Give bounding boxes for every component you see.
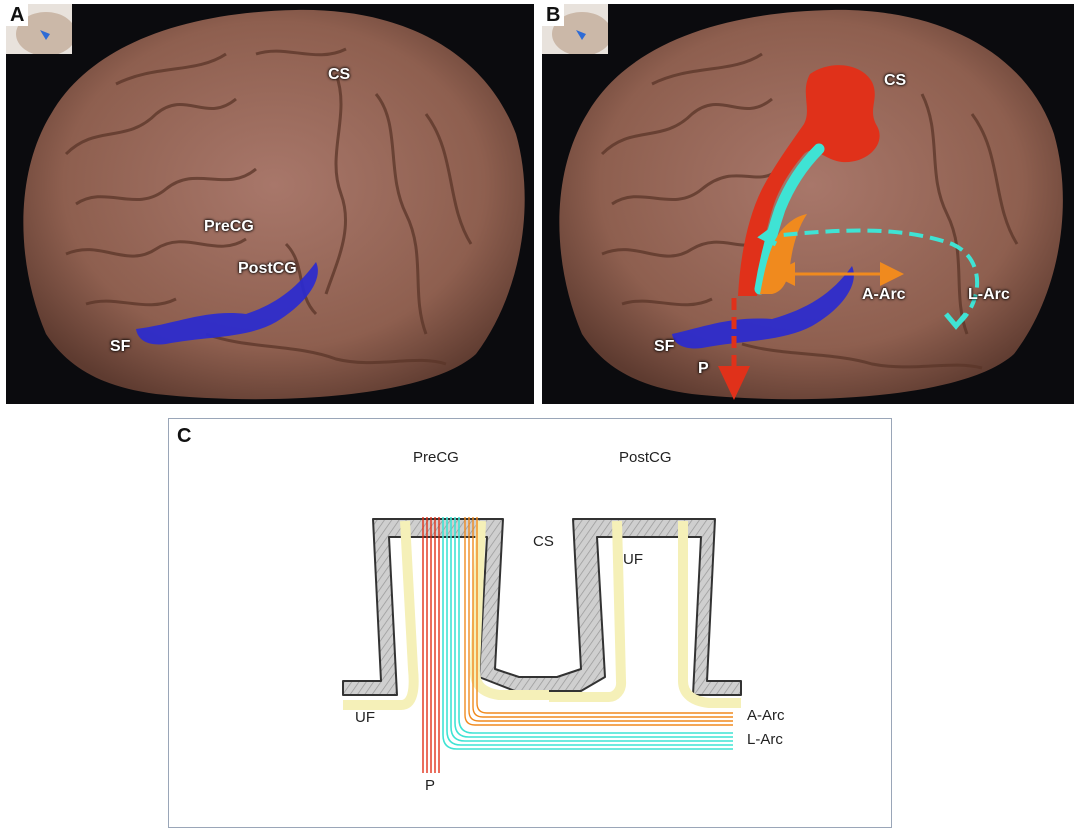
brain-photo-panel-b: B CS A-Arc L-Arc SF P bbox=[542, 4, 1074, 404]
orientation-marker-icon bbox=[576, 30, 586, 40]
l-arc-tract-vertical bbox=[754, 143, 825, 295]
brain-illustration-b bbox=[559, 9, 1063, 400]
label-a-arc: A-Arc bbox=[862, 286, 906, 303]
sylvian-fissure-highlight bbox=[136, 262, 318, 345]
label-p: P bbox=[698, 360, 709, 377]
label-precg: PreCG bbox=[204, 218, 254, 235]
label-sf: SF bbox=[110, 338, 131, 355]
u-fibers bbox=[343, 520, 741, 710]
label-sf: SF bbox=[654, 338, 675, 355]
pyramidal-tract-lines bbox=[422, 517, 440, 773]
brain-surface bbox=[23, 9, 525, 400]
label-cs: CS bbox=[533, 533, 554, 550]
label-uf-inner: UF bbox=[623, 551, 643, 568]
sylvian-fissure-highlight bbox=[672, 266, 854, 349]
gyri-pattern bbox=[600, 52, 1019, 370]
label-cs: CS bbox=[328, 66, 351, 83]
schematic-panel-c: C PreCG PostCG CS UF UF A-Arc L-Arc P bbox=[168, 418, 892, 828]
central-sulcus-fill bbox=[738, 65, 880, 296]
label-precg: PreCG bbox=[413, 449, 459, 466]
label-l-arc: L-Arc bbox=[968, 286, 1010, 303]
label-postcg: PostCG bbox=[619, 449, 672, 466]
brain-illustration-a bbox=[23, 9, 525, 400]
label-cs: CS bbox=[884, 72, 907, 89]
cortex-band bbox=[342, 518, 742, 696]
a-arc-tract-lines bbox=[464, 517, 733, 726]
label-a-arc: A-Arc bbox=[747, 707, 785, 724]
l-arc-arrowhead-icon bbox=[757, 226, 778, 247]
pyramidal-arrowhead-icon bbox=[718, 366, 750, 400]
l-arc-arrowtail-icon bbox=[944, 312, 968, 330]
label-p: P bbox=[425, 777, 436, 794]
l-arc-arrow bbox=[771, 228, 979, 326]
gyri-pattern bbox=[64, 47, 473, 366]
panel-letter-b: B bbox=[542, 4, 565, 26]
l-arc-tract-lines bbox=[442, 517, 733, 750]
panel-letter-c: C bbox=[173, 425, 196, 447]
fiber-schematic bbox=[342, 517, 742, 773]
label-uf-left: UF bbox=[355, 709, 375, 726]
brain-photo-panel-a: A CS PreCG PostCG SF bbox=[6, 4, 534, 404]
brain-surface bbox=[559, 9, 1063, 400]
panel-letter-a: A bbox=[6, 4, 29, 26]
orientation-marker-icon bbox=[40, 30, 50, 40]
label-l-arc: L-Arc bbox=[747, 731, 783, 748]
label-postcg: PostCG bbox=[238, 260, 297, 277]
